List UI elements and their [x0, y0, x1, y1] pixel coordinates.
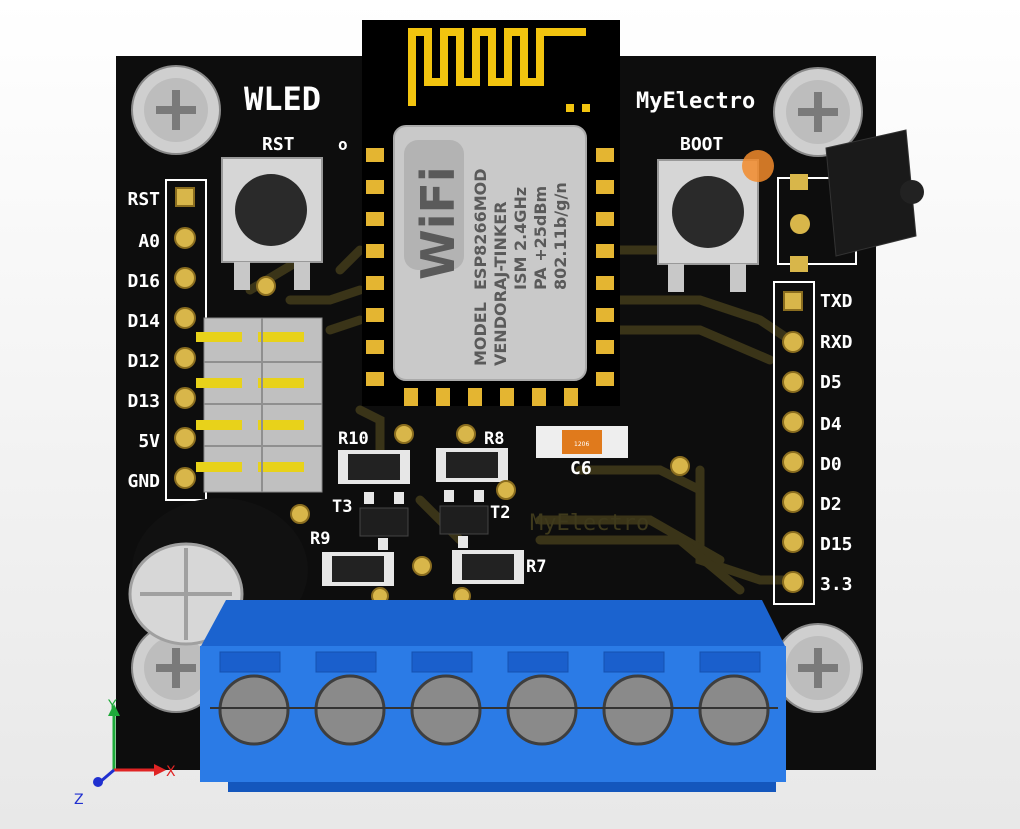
- r9-label: R9: [310, 529, 330, 549]
- rst-label: RST: [262, 134, 295, 155]
- left-pin-labels: RST A0 D16 D14 D12 D13 5V GND: [127, 189, 160, 492]
- boot-label: BOOT: [680, 134, 724, 155]
- right-pin-label: D15: [820, 534, 853, 555]
- r8-label: R8: [484, 429, 504, 449]
- small-mark: o: [338, 135, 348, 154]
- axis-gizmo: [93, 704, 166, 787]
- t3-label: T3: [332, 497, 352, 517]
- resistor-r10: [338, 450, 410, 484]
- board-title: WLED: [244, 80, 321, 118]
- left-pin-label: A0: [138, 231, 160, 252]
- esp-module: [362, 20, 620, 406]
- left-pin-label: D12: [127, 351, 160, 372]
- left-pin-label: D16: [127, 271, 160, 292]
- right-pin-labels: TXD RXD D5 D4 D0 D2 D15 3.3: [820, 291, 853, 595]
- t2-label: T2: [490, 503, 510, 523]
- jumper-blocks: [196, 317, 323, 493]
- right-pin-label: D2: [820, 494, 842, 515]
- module-label: WiFi ESP8266MOD AJ-TINKER ISM 2.4GHz PA …: [411, 166, 570, 366]
- boot-button[interactable]: [657, 150, 774, 292]
- screw-bottom-left: [131, 623, 221, 713]
- resistor-r9: [322, 552, 394, 586]
- module-line: PA +25dBm: [531, 186, 550, 290]
- left-pin-header: [165, 179, 207, 501]
- resistor-r7: [452, 550, 524, 584]
- three-pin-sensor: [777, 129, 924, 272]
- module-line: 802.11b/g/n: [551, 182, 570, 290]
- transistor-t2: [439, 490, 489, 548]
- screw-bottom-right: [773, 623, 863, 713]
- screw-top-right: [773, 67, 863, 157]
- brand-mid-label: MyElectro: [530, 511, 649, 536]
- brand-label: MyElectro: [636, 89, 755, 114]
- c6-code: 1206: [574, 441, 589, 448]
- left-pin-label: D14: [127, 311, 160, 332]
- x-axis-label: X: [166, 764, 176, 780]
- module-line: ISM 2.4GHz: [511, 187, 530, 290]
- right-pin-label: D4: [820, 414, 842, 435]
- left-pin-label: D13: [127, 391, 160, 412]
- right-pin-label: TXD: [820, 291, 853, 312]
- wifi-logo: WiFi: [411, 166, 465, 280]
- y-axis-label: Y: [107, 698, 117, 714]
- r10-label: R10: [338, 429, 369, 449]
- screw-terminal-block: [200, 600, 786, 792]
- left-pin-label: GND: [127, 471, 160, 492]
- right-pin-label: RXD: [820, 332, 853, 353]
- right-pin-label: 3.3: [820, 574, 853, 595]
- antenna-trace: [408, 28, 586, 106]
- r7-label: R7: [526, 557, 546, 577]
- screw-top-left: [131, 65, 221, 155]
- transistor-t3: [359, 492, 409, 550]
- right-pin-label: D0: [820, 454, 842, 475]
- left-pin-label: 5V: [138, 431, 160, 452]
- right-pin-header: [773, 281, 815, 605]
- model-line: MODEL: [471, 302, 490, 366]
- module-line: ESP8266MOD: [471, 168, 490, 290]
- right-pin-label: D5: [820, 372, 842, 393]
- c6-label: C6: [570, 458, 592, 479]
- resistor-r8: [436, 448, 508, 482]
- module-line: AJ-TINKER: [491, 201, 510, 290]
- rst-button[interactable]: [221, 157, 323, 290]
- z-axis-label: Z: [74, 792, 84, 808]
- capacitor-c6: [536, 426, 628, 458]
- vendor-line: VENDOR: [491, 290, 510, 366]
- left-pin-label: RST: [127, 189, 160, 210]
